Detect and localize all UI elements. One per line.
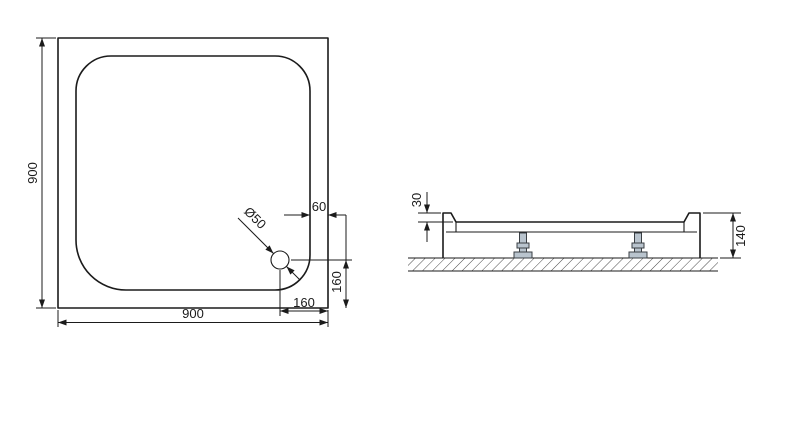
foot-left-base	[513, 251, 533, 259]
foot-left	[513, 232, 533, 259]
dim-drain-offset-horizontal: 160	[279, 270, 329, 327]
ground-hatch-fill	[408, 258, 718, 271]
dim-rim-height: 30	[409, 192, 453, 242]
foot-left-nut	[516, 242, 530, 249]
dim-rim-width: 60	[284, 199, 346, 218]
rim-width-label: 60	[312, 199, 326, 214]
foot-right	[628, 232, 648, 259]
foot-right-nut	[631, 242, 645, 249]
drain-leader-upper	[237, 217, 274, 254]
drain-offset-vertical-label: 160	[329, 271, 344, 293]
dim-drain-offset-vertical: 160	[291, 215, 352, 308]
overall-depth-label: 900	[25, 162, 40, 184]
foot-right-base	[628, 251, 648, 259]
ground-hatch	[408, 257, 718, 272]
tray-inner-surface	[75, 55, 311, 291]
dim-overall-width: 900	[57, 306, 328, 327]
drain-circle	[270, 250, 290, 270]
overall-width-label: 900	[182, 306, 204, 321]
side-view: 30 140	[408, 192, 748, 272]
drain-leader-lower	[286, 266, 300, 280]
rim-height-label: 30	[409, 193, 424, 207]
dim-overall-depth: 900	[25, 37, 56, 309]
top-view: Ø50 60 160 160 900	[25, 37, 352, 327]
overall-height-label: 140	[733, 225, 748, 247]
tray-section-profile	[442, 212, 701, 258]
drain-diameter-label: Ø50	[241, 204, 269, 232]
tray-outer-edge	[57, 37, 329, 309]
dim-overall-height: 140	[703, 212, 748, 259]
drain-offset-horizontal-label: 160	[293, 295, 315, 310]
